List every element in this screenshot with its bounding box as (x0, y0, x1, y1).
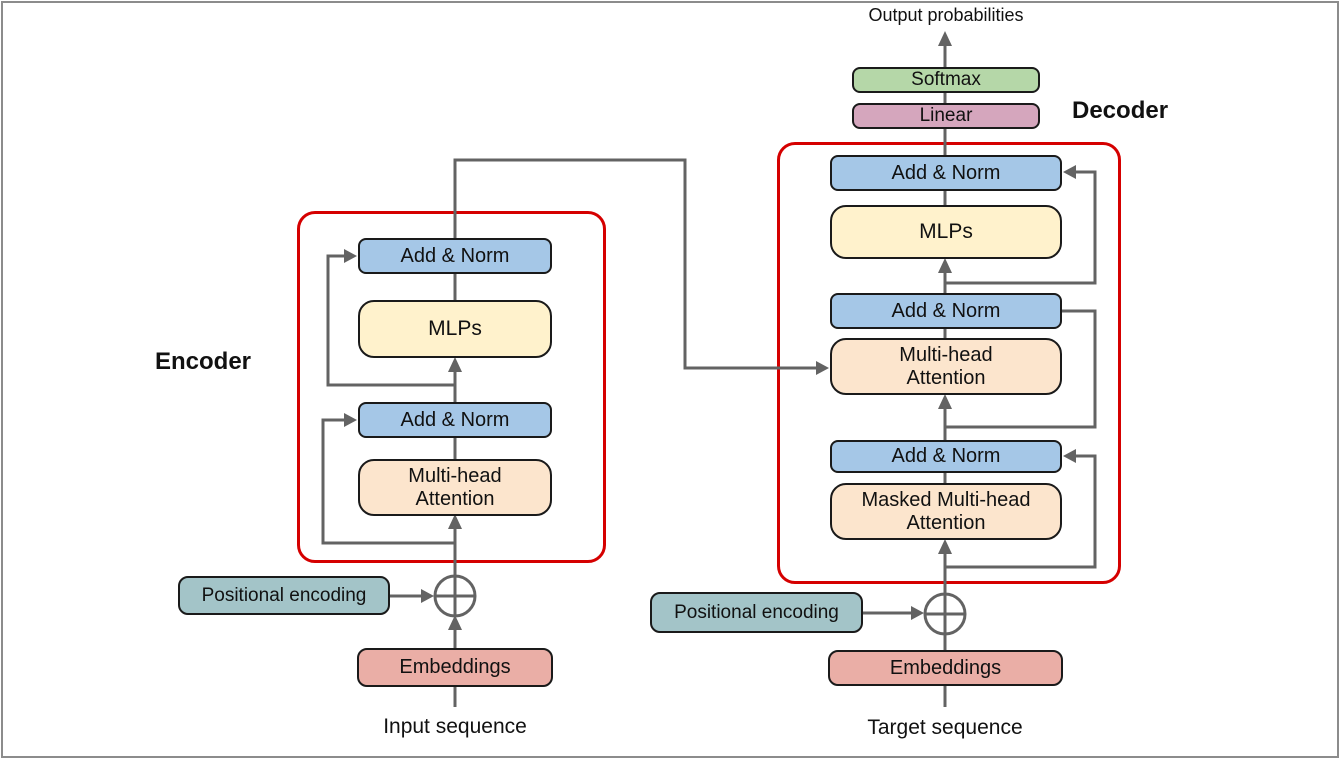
arrow-decoder-addnorm-to-mlps (938, 258, 952, 273)
encoder-mlps-block: MLPs (358, 300, 552, 358)
arrow-encoder-addnorm-to-mlps (448, 357, 462, 372)
decoder-residual-middle-line (945, 309, 1097, 429)
encoder-title: Encoder (155, 348, 252, 375)
encoder-add-norm-bottom-block: Add & Norm (358, 402, 552, 438)
softmax-block: Softmax (852, 67, 1040, 93)
arrow-decoder-residual-top (1063, 165, 1076, 179)
decoder-multi-head-attention-block: Multi-head Attention (830, 338, 1062, 395)
arrow-decoder-sum-to-masked (938, 539, 952, 554)
decoder-mlps-block: MLPs (830, 205, 1062, 259)
encoder-residual-top-line (326, 254, 455, 387)
arrow-decoder-residual-bottom (1063, 449, 1076, 463)
decoder-add-norm-middle-block: Add & Norm (830, 293, 1062, 329)
encoder-add-norm-top-block: Add & Norm (358, 238, 552, 274)
arrow-encoder-residual-bottom (344, 413, 357, 427)
output-probabilities-label: Output probabilities (868, 5, 1024, 25)
encoder-to-decoder-cross-line (453, 158, 816, 370)
encoder-multi-head-attention-block: Multi-head Attention (358, 459, 552, 516)
encoder-sum-cross (435, 576, 475, 616)
target-sequence-label: Target sequence (867, 716, 1023, 739)
encoder-positional-encoding-block: Positional encoding (178, 576, 390, 615)
arrow-decoder-posenc (911, 606, 924, 620)
decoder-residual-bottom-line (945, 454, 1097, 569)
arrow-encoder-posenc (421, 589, 434, 603)
decoder-positional-encoding-block: Positional encoding (650, 592, 863, 633)
arrow-encoder-sum-to-attn (448, 514, 462, 529)
decoder-add-norm-bottom-block: Add & Norm (830, 440, 1062, 473)
decoder-group-outline (777, 142, 1121, 584)
arrow-encoder-emb-to-sum (448, 615, 462, 630)
decoder-sum-cross (925, 594, 965, 634)
encoder-group-outline (297, 211, 606, 563)
linear-block: Linear (852, 103, 1040, 129)
decoder-title: Decoder (1072, 97, 1169, 124)
decoder-add-norm-top-block: Add & Norm (830, 155, 1062, 191)
arrow-decoder-addnorm-to-attn (938, 394, 952, 409)
encoder-embeddings-block: Embeddings (357, 648, 553, 687)
decoder-residual-top-line (945, 170, 1097, 285)
decoder-embeddings-block: Embeddings (828, 650, 1063, 686)
encoder-residual-bottom-line (321, 418, 455, 545)
arrow-encoder-residual-top (344, 249, 357, 263)
input-sequence-label: Input sequence (383, 715, 527, 738)
arrow-encoder-to-decoder (816, 361, 829, 375)
decoder-masked-multi-head-attention-block: Masked Multi-head Attention (830, 483, 1062, 540)
arrow-decoder-output (938, 31, 952, 46)
